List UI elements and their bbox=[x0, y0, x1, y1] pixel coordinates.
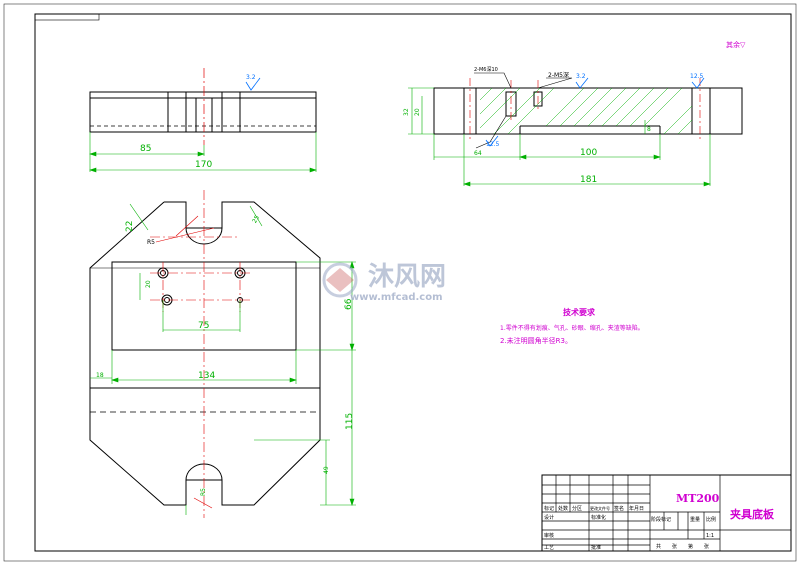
title-block-roles: 设计 标准化 审核 工艺 批准 bbox=[544, 514, 606, 551]
watermark-cn: 沐风网 bbox=[368, 262, 446, 292]
top-view bbox=[89, 68, 317, 145]
tb-sheet-3: 张 bbox=[704, 543, 709, 550]
section-view bbox=[433, 87, 743, 135]
tb-sheet-2: 第 bbox=[688, 543, 693, 550]
title-block-sheet: 共 张 第 张 bbox=[656, 543, 709, 550]
callout-counterbore: 2-M6深10 bbox=[474, 66, 498, 73]
notes-item-1: 1.零件不得有划痕、气孔、砂眼、缩孔、夹渣等缺陷。 bbox=[500, 324, 644, 332]
roughness-a: 3.2 bbox=[576, 73, 586, 80]
dim-pocket: 100 bbox=[580, 148, 597, 158]
tb-header-4: 签名 bbox=[614, 505, 624, 512]
tb-header-1: 处数 bbox=[558, 505, 568, 512]
dim-section-total: 181 bbox=[580, 175, 597, 185]
dim-hole-spacing: 75 bbox=[198, 321, 209, 331]
dim-left: 64 bbox=[474, 150, 482, 157]
tb-stage-0: 阶段标记 bbox=[651, 516, 671, 523]
dim-lower-height: 49 bbox=[323, 466, 330, 474]
dim-depth: 8 bbox=[647, 126, 651, 133]
plan-view bbox=[89, 201, 321, 506]
tb-part-name: 夹具底板 bbox=[730, 507, 775, 521]
title-block-header-row: 标记 处数 分区 更改文件号 签名 年月日 bbox=[544, 505, 644, 512]
dim-slot-right: 25 bbox=[251, 214, 261, 224]
dim-left-offset: 18 bbox=[96, 372, 104, 379]
dim-bottom-slot: R5 bbox=[200, 488, 207, 496]
tb-stage-2: 比例 bbox=[706, 516, 716, 523]
dim-hole-vert: 20 bbox=[145, 280, 152, 288]
tb-role-3: 工艺 bbox=[544, 545, 554, 551]
dim-slot-width: 22 bbox=[125, 221, 135, 232]
tb-header-0: 标记 bbox=[544, 505, 554, 512]
tb-stage-1: 重量 bbox=[690, 516, 700, 523]
top-view-dims bbox=[89, 132, 317, 173]
dim-pocket-height: 66 bbox=[344, 298, 354, 310]
section-centerlines bbox=[469, 78, 701, 142]
title-block bbox=[541, 474, 792, 552]
inner-border bbox=[34, 13, 792, 552]
tb-role-4: 批准 bbox=[591, 544, 601, 551]
tb-header-2: 分区 bbox=[572, 505, 582, 512]
roughness-c: 12.5 bbox=[486, 141, 500, 148]
outer-border bbox=[3, 3, 797, 562]
section-hatch bbox=[479, 87, 693, 135]
plan-dims bbox=[90, 203, 356, 515]
plan-leader bbox=[155, 215, 215, 509]
tb-role-0: 设计 bbox=[544, 514, 554, 521]
tb-sheet-1: 张 bbox=[672, 543, 677, 550]
roughness-b: 12.5 bbox=[690, 73, 704, 80]
dim-inner-width: 134 bbox=[198, 371, 215, 381]
title-block-stage: 阶段标记 重量 比例 1:1 bbox=[651, 516, 716, 539]
watermark-logo bbox=[322, 262, 358, 298]
plan-centerlines bbox=[150, 190, 252, 518]
tb-sheet-0: 共 bbox=[656, 543, 661, 550]
general-roughness: 其余▽ bbox=[726, 40, 746, 49]
dim-width-half: 85 bbox=[140, 144, 151, 154]
dim-total-height: 115 bbox=[345, 413, 355, 430]
tb-header-3: 更改文件号 bbox=[590, 505, 610, 511]
roughness-value: 3.2 bbox=[246, 74, 256, 81]
leader-label: R5 bbox=[147, 239, 155, 246]
tb-role-1: 标准化 bbox=[591, 514, 606, 521]
top-left-tag bbox=[34, 13, 100, 21]
dim-height-inner: 20 bbox=[414, 108, 421, 116]
section-dims bbox=[408, 87, 711, 187]
callout-leaders bbox=[474, 72, 573, 149]
watermark-url: www.mfcad.com bbox=[350, 292, 443, 303]
callout-tapped: 2-M5深 bbox=[548, 71, 569, 79]
tb-scale: 1:1 bbox=[706, 533, 714, 539]
tb-role-2: 审核 bbox=[544, 532, 554, 539]
notes-title: 技术要求 bbox=[563, 307, 596, 317]
roughness-symbol bbox=[245, 77, 261, 91]
dim-width-total: 170 bbox=[195, 160, 212, 170]
tb-code: MT200 bbox=[676, 492, 720, 505]
dim-height-outer: 32 bbox=[403, 108, 410, 116]
section-roughness-symbols bbox=[485, 77, 705, 147]
notes-item-2: 2.未注明圆角半径R3。 bbox=[500, 336, 572, 345]
tb-header-5: 年月日 bbox=[629, 505, 644, 512]
